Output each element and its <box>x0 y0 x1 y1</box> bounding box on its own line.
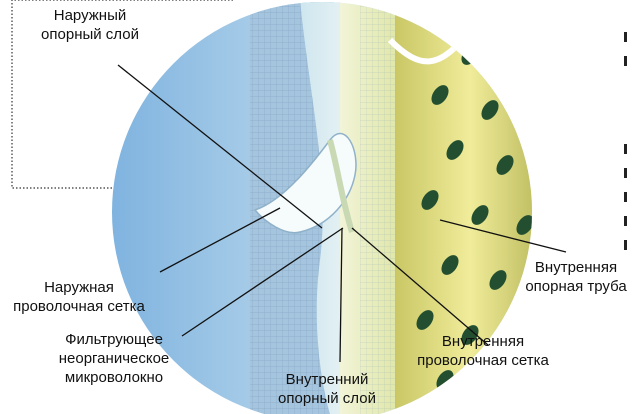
label-inner-support-layer: Внутренний опорный слой <box>262 370 392 408</box>
label-filter-microfiber: Фильтрующее неорганическое микроволокно <box>44 330 184 387</box>
side-bar-marks <box>624 32 627 272</box>
label-inner-wire-mesh: Внутренняя проволочная сетка <box>408 332 558 370</box>
label-inner-support-tube: Внутренняя опорная труба <box>514 258 638 296</box>
label-outer-support-layer: Наружный опорный слой <box>20 6 160 44</box>
label-outer-wire-mesh: Наружная проволочная сетка <box>4 278 154 316</box>
